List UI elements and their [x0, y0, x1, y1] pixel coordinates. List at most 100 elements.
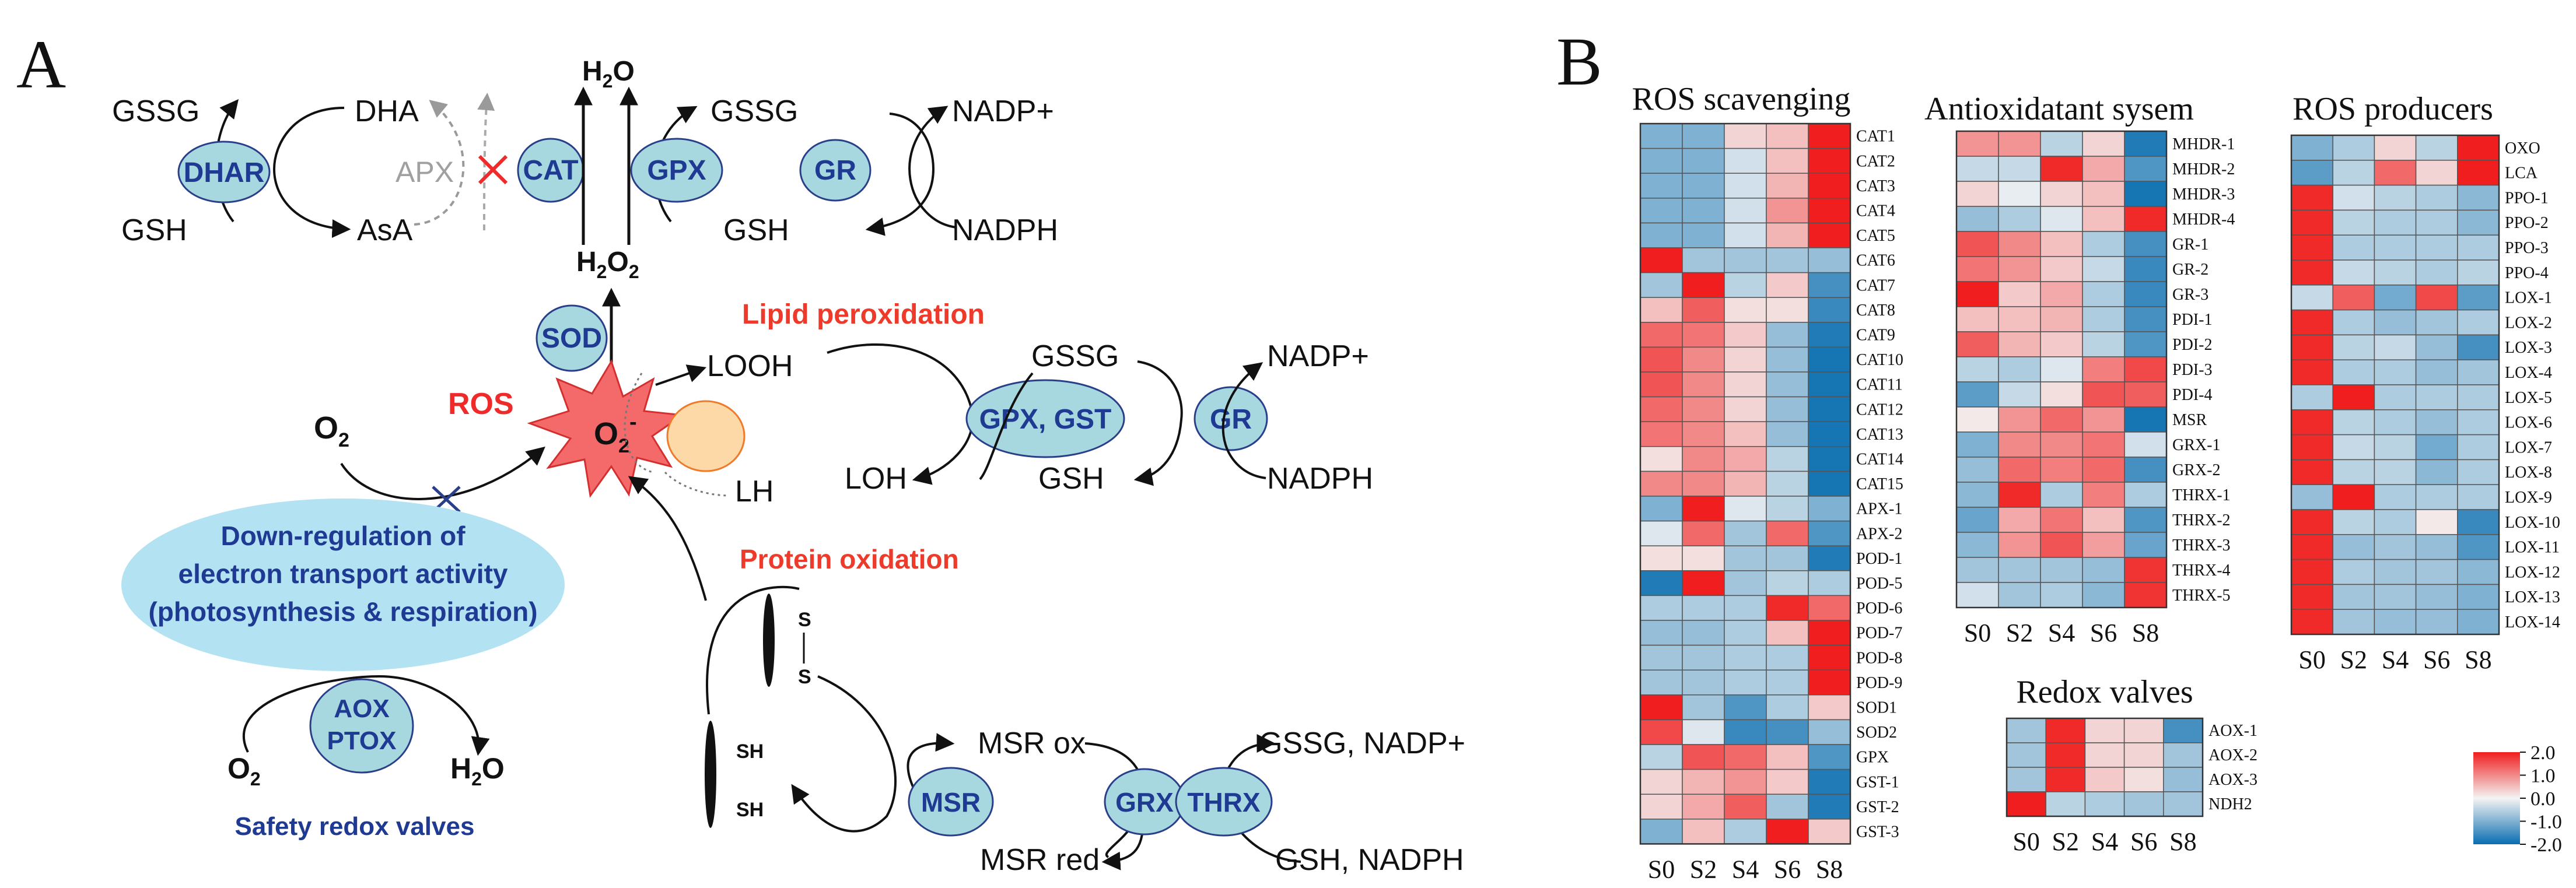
heatmap-cell: [1724, 446, 1767, 472]
thrx-label: THRX: [1187, 787, 1261, 817]
heatmap-cell: [1808, 819, 1851, 845]
heatmap-row-label: LOX-12: [2505, 563, 2560, 581]
heatmap-cell: [1682, 719, 1725, 745]
heatmap-cell: [1766, 322, 1809, 348]
heatmap-cell: [2291, 309, 2333, 336]
heatmap-cell: [1682, 371, 1725, 398]
heatmap-cell: [1808, 173, 1851, 199]
heatmap-cell: [2457, 584, 2500, 610]
heatmap-cell: [2332, 609, 2375, 635]
heatmap-cell: [1724, 570, 1767, 596]
etc-line1: Down-regulation of: [220, 521, 466, 551]
heatmap-cell: [1724, 744, 1767, 770]
heatmap-cell: [1808, 768, 1851, 795]
heatmap-cell: [1956, 281, 1999, 307]
heatmap-cell: [2415, 209, 2458, 236]
heatmap-row-label: CAT1: [1856, 128, 1895, 146]
heatmap-row-label: LOX-5: [2505, 389, 2552, 407]
protein-title: Protein oxidation: [740, 544, 959, 574]
heatmap-row-label: PDI-1: [2172, 311, 2212, 329]
stage-label: S4: [2091, 827, 2118, 856]
nadph-label: NADPH: [952, 213, 1058, 247]
heatmap-cell: [1956, 457, 1999, 483]
heatmap-cell: [2415, 559, 2458, 585]
lipid-gssg-label: GSSG: [1031, 339, 1119, 373]
heatmap-cell: [1766, 471, 1809, 497]
heatmap-cell: [1682, 148, 1725, 174]
gpx-enzyme: [630, 138, 723, 203]
heatmap-cell: [2006, 742, 2046, 768]
heatmap-cell: [2415, 434, 2458, 461]
gr-regeneration-arrow: [865, 113, 935, 236]
heatmap-cell: [1766, 545, 1809, 571]
heatmap-row-label: LOX-13: [2505, 588, 2560, 606]
heatmap-cell: [2082, 431, 2125, 458]
etc-to-superoxide-arrow: [628, 476, 707, 601]
heatmap-cell: [1956, 306, 1999, 332]
heatmap-3: ROS producersOXOLCAPPO-1PPO-2PPO-3PPO-4L…: [2290, 91, 2560, 674]
heatmap-cell: [1808, 123, 1851, 149]
gpx-gssg-label: GSSG: [710, 94, 798, 128]
heatmap-cell: [2040, 406, 2083, 433]
h2o-label: H2O: [582, 56, 635, 92]
heatmap-row-label: GRX-1: [2172, 436, 2220, 454]
heatmap-cell: [2124, 557, 2167, 583]
heatmap-row-label: LOX-11: [2505, 539, 2560, 557]
heatmap-cell: [2374, 434, 2417, 461]
heatmap-cell: [1956, 582, 1999, 608]
heatmap-cell: [2332, 409, 2375, 436]
heatmap-row-label: APX-1: [1856, 500, 1902, 518]
heatmap-cell: [2332, 160, 2375, 186]
heatmap-cell: [1808, 545, 1851, 571]
heatmap-cell: [1808, 322, 1851, 348]
heatmap-cell: [2374, 534, 2417, 560]
heatmap-cell: [2040, 557, 2083, 583]
heatmap-row-label: CAT4: [1856, 202, 1895, 220]
heatmap-row-label: LCA: [2505, 164, 2538, 182]
heatmap-cell: [1682, 322, 1725, 348]
heatmap-cell: [1956, 131, 1999, 157]
heatmap-row-label: THRX-2: [2172, 511, 2231, 529]
heatmap-row-label: GR-1: [2172, 236, 2208, 254]
heatmap-cell: [2415, 309, 2458, 336]
heatmap-cell: [2415, 259, 2458, 286]
heatmap-cell: [2082, 356, 2125, 382]
heatmap-row-label: APX-2: [1856, 525, 1902, 543]
heatmap-cell: [1766, 794, 1809, 820]
heatmap-cell: [1682, 471, 1725, 497]
heatmap-cell: [2124, 431, 2167, 458]
heatmap-cell: [2415, 184, 2458, 211]
gr-enzyme: [799, 139, 872, 202]
heatmap-row-label: AOX-1: [2208, 722, 2258, 740]
heatmap-cell: [2040, 582, 2083, 608]
h2o2-label: H2O2: [576, 247, 639, 282]
lipid-gr-enzyme: [1194, 386, 1268, 451]
aox-label: AOX: [334, 694, 389, 723]
heatmap-cell: [2124, 306, 2167, 332]
heatmap-cell: [1724, 421, 1767, 447]
heatmap-cell: [2415, 459, 2458, 485]
heatmap-title: ROS producers: [2292, 91, 2493, 127]
heatmap-row-label: PDI-3: [2172, 361, 2212, 379]
heatmap-cell: [2045, 791, 2086, 817]
stage-label: S4: [1732, 855, 1759, 883]
heatmap-cell: [1682, 346, 1725, 373]
heatmap-cell: [1640, 371, 1683, 398]
heatmap-cell: [2332, 234, 2375, 261]
heatmap-cell: [1766, 371, 1809, 398]
heatmap-cell: [1724, 346, 1767, 373]
heatmap-cell: [1766, 173, 1809, 199]
heatmap-cell: [1808, 744, 1851, 770]
heatmap-cell: [1998, 582, 2041, 608]
heatmap-row-label: THRX-1: [2172, 486, 2231, 504]
heatmap-cell: [2291, 509, 2333, 535]
color-scale-tick-label: 0.0: [2530, 788, 2556, 810]
heatmap-cell: [1998, 532, 2041, 558]
ptox-label: PTOX: [327, 726, 396, 755]
heatmap-cell: [2045, 718, 2086, 743]
heatmap-cell: [2045, 767, 2086, 792]
heatmap-cell: [1766, 272, 1809, 298]
disulfide-s-top: S: [798, 609, 811, 631]
heatmap-cell: [1640, 520, 1683, 546]
